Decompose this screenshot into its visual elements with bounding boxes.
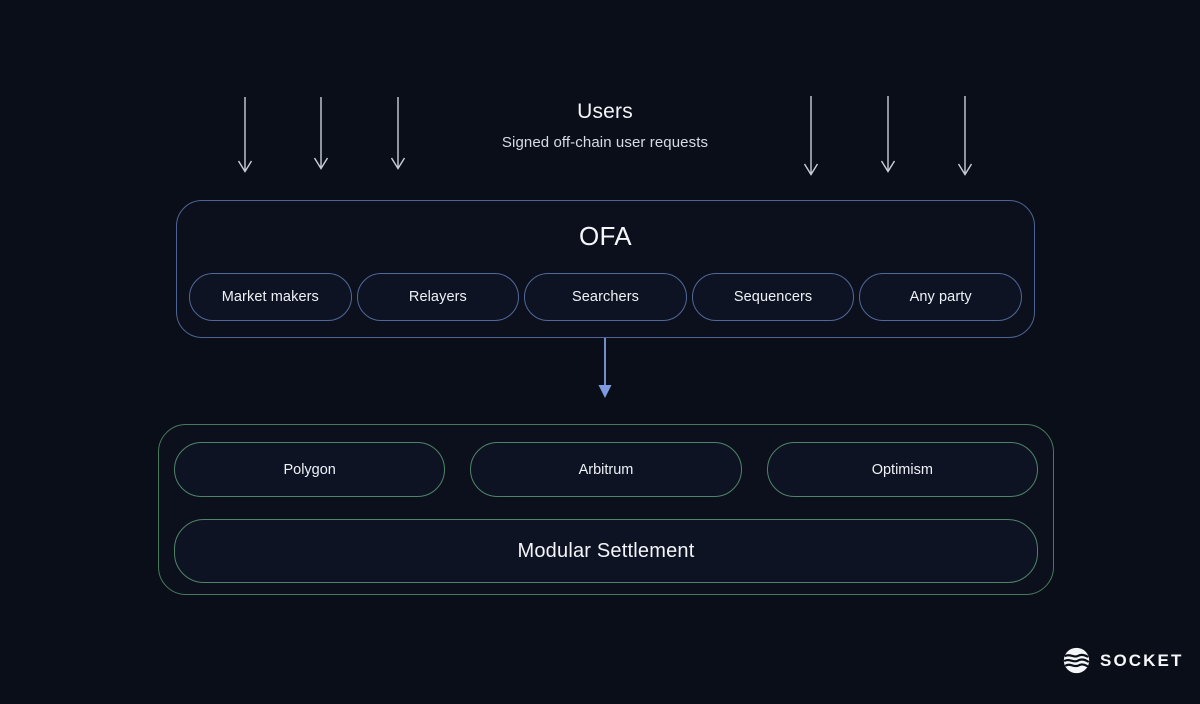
- socket-logo: SOCKET: [1063, 647, 1183, 674]
- settlement-container: Polygon Arbitrum Optimism Modular Settle…: [158, 424, 1054, 595]
- chain-list: Polygon Arbitrum Optimism: [174, 442, 1038, 497]
- user-arrow-head-4: [803, 163, 819, 176]
- ofa-pill-any-party[interactable]: Any party: [859, 273, 1022, 321]
- user-arrow-head-1: [237, 160, 253, 173]
- ofa-pill-relayers[interactable]: Relayers: [356, 273, 520, 321]
- modular-settlement-box: Modular Settlement: [174, 519, 1038, 583]
- chain-pill-optimism[interactable]: Optimism: [766, 442, 1038, 497]
- socket-globe-icon: [1063, 647, 1090, 674]
- socket-wordmark: SOCKET: [1100, 650, 1184, 670]
- chain-pill-arbitrum[interactable]: Arbitrum: [470, 442, 742, 497]
- modular-settlement-label: Modular Settlement: [517, 539, 695, 562]
- connector-arrow-head: [598, 385, 612, 398]
- chain-pill-polygon[interactable]: Polygon: [174, 442, 446, 497]
- user-arrow-head-6: [957, 163, 973, 176]
- ofa-container: OFA Market makers Relayers Searchers Seq…: [176, 200, 1035, 338]
- user-arrow-head-2: [313, 157, 329, 170]
- user-arrow-head-5: [880, 160, 896, 173]
- ofa-pill-searchers[interactable]: Searchers: [524, 273, 687, 321]
- ofa-participant-list: Market makers Relayers Searchers Sequenc…: [189, 273, 1022, 321]
- ofa-to-settlement-arrow: [598, 338, 612, 398]
- ofa-pill-market-makers[interactable]: Market makers: [189, 273, 352, 321]
- ofa-pill-sequencers[interactable]: Sequencers: [691, 273, 855, 321]
- ofa-title: OFA: [579, 221, 632, 251]
- user-request-arrows: [237, 96, 973, 176]
- user-arrow-head-3: [390, 157, 406, 170]
